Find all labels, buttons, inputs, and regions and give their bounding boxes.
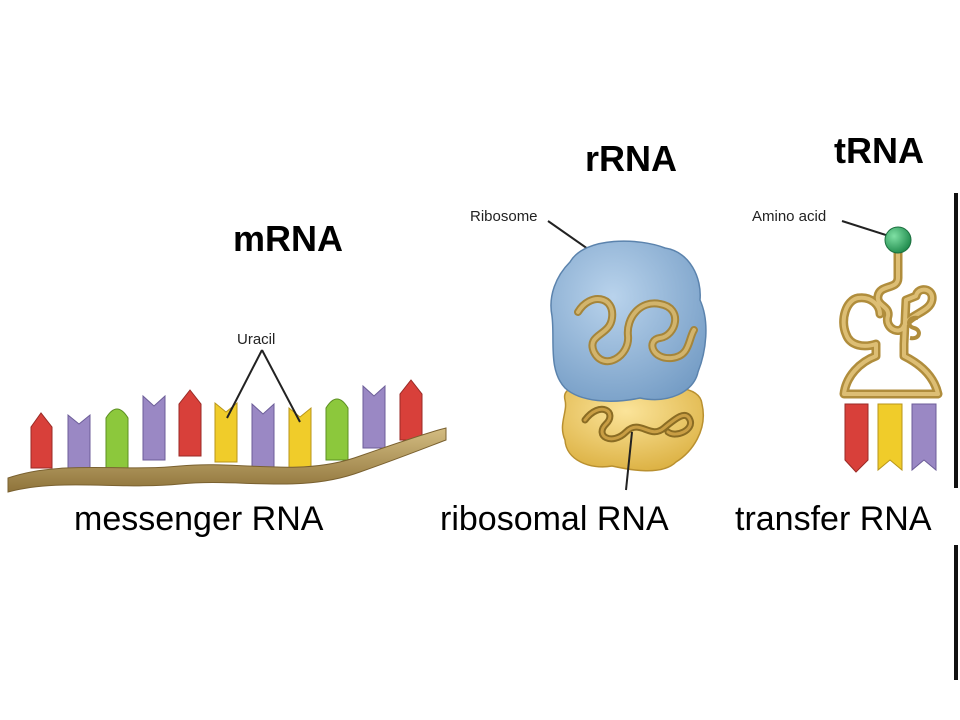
mrna-base-purple xyxy=(67,413,91,471)
mrna-base-green xyxy=(325,398,349,461)
uracil-pointer xyxy=(226,349,263,419)
mrna-base-red xyxy=(399,379,423,441)
mrna-base-red xyxy=(30,412,53,469)
messenger-rna-caption: messenger RNA xyxy=(74,500,324,538)
mrna-strand xyxy=(7,349,447,493)
trna-base-red xyxy=(844,403,869,473)
divider-line-top xyxy=(954,193,958,488)
mrna-base-purple xyxy=(142,394,166,461)
mrna-base-purple xyxy=(362,384,386,449)
mrna-title: mRNA xyxy=(233,218,344,259)
trna xyxy=(839,220,943,473)
trna-strand xyxy=(839,245,943,399)
mrna-base-red xyxy=(178,389,202,457)
uracil-pointer xyxy=(261,349,301,423)
trna-base-purple xyxy=(911,403,937,472)
mrna-base-yellow xyxy=(214,401,238,463)
trna-title: tRNA xyxy=(834,130,924,171)
rrna-pointer xyxy=(625,431,633,491)
transfer-rna-caption: transfer RNA xyxy=(735,500,932,538)
rrna-title: rRNA xyxy=(585,138,678,179)
mrna-backbone xyxy=(7,427,447,493)
ribosome xyxy=(547,220,707,491)
divider-line-bottom xyxy=(954,545,958,680)
mrna-base-green xyxy=(105,408,129,469)
amino-acid-sphere xyxy=(884,226,912,254)
ribosomal-rna-caption: ribosomal RNA xyxy=(440,500,669,538)
trna-base-yellow xyxy=(877,403,903,472)
ribosome-label: Ribosome xyxy=(470,208,538,225)
amino-acid-label: Amino acid xyxy=(752,208,827,225)
amino-acid-pointer xyxy=(841,220,893,238)
mrna-base-purple xyxy=(251,402,275,469)
mrna-base-yellow xyxy=(288,406,312,471)
mrna-bases xyxy=(30,379,423,471)
uracil-label: Uracil xyxy=(237,331,276,348)
